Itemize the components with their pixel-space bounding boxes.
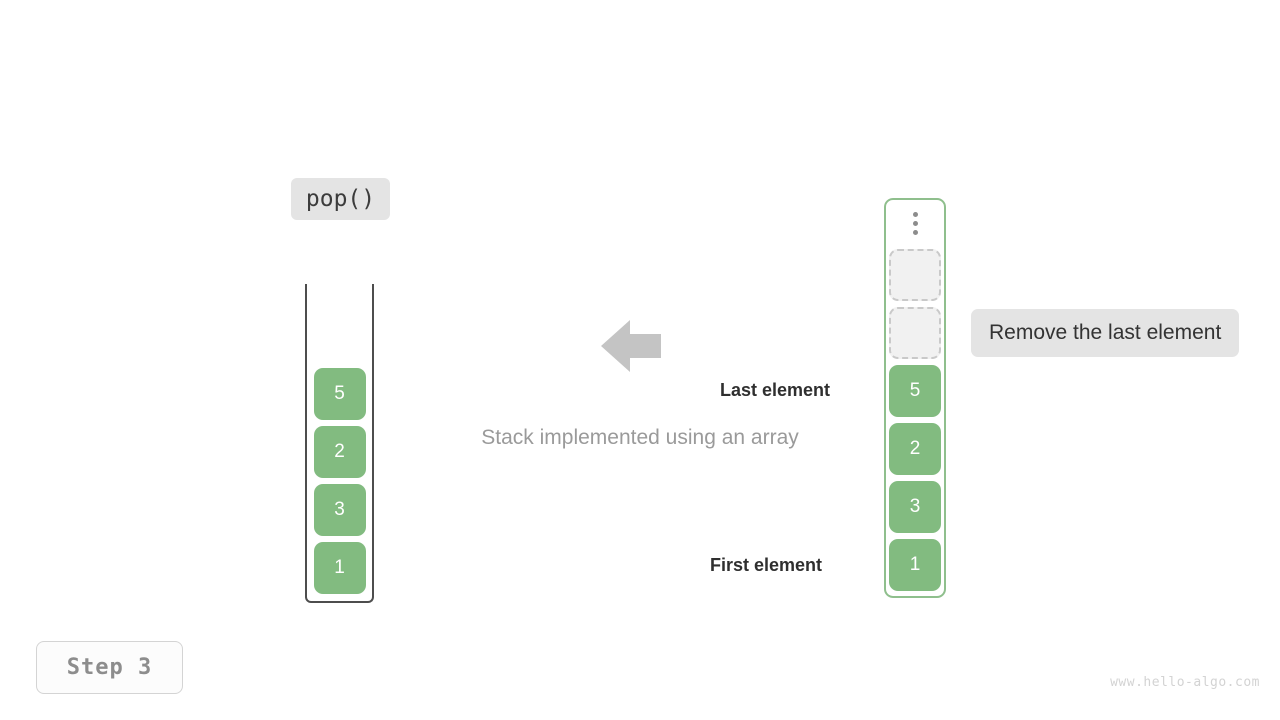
array-empty-slot xyxy=(889,307,941,359)
stack-cells: 5 2 3 1 xyxy=(307,368,372,594)
vertical-ellipsis-icon xyxy=(886,212,944,235)
ellipsis-dot xyxy=(912,230,918,235)
array-empty-slot xyxy=(889,249,941,301)
stack-cell: 3 xyxy=(313,484,366,536)
array-cell: 2 xyxy=(889,423,941,475)
stack-cell: 5 xyxy=(313,368,366,420)
operation-label: pop() xyxy=(291,178,390,220)
note-badge: Remove the last element xyxy=(971,309,1240,357)
ellipsis-dot xyxy=(912,212,918,217)
annotation-first-element: First element xyxy=(710,555,823,575)
stack-cell: 2 xyxy=(313,426,366,478)
array-cell: 3 xyxy=(889,481,941,533)
ellipsis-dot xyxy=(912,221,918,226)
array-cell: 5 xyxy=(889,365,941,417)
stack-container: 5 2 3 1 xyxy=(305,284,374,603)
array-cells: 5 2 3 1 xyxy=(886,249,944,591)
step-badge: Step 3 xyxy=(36,641,183,694)
stack-cell: 1 xyxy=(313,542,366,594)
array-container: 5 2 3 1 xyxy=(884,198,946,598)
arrow-left-icon xyxy=(601,320,661,372)
watermark: www.hello-algo.com xyxy=(1110,675,1260,690)
array-cell: 1 xyxy=(889,539,941,591)
diagram-caption: Stack implemented using an array xyxy=(481,426,799,449)
annotation-last-element: Last element xyxy=(720,380,831,400)
